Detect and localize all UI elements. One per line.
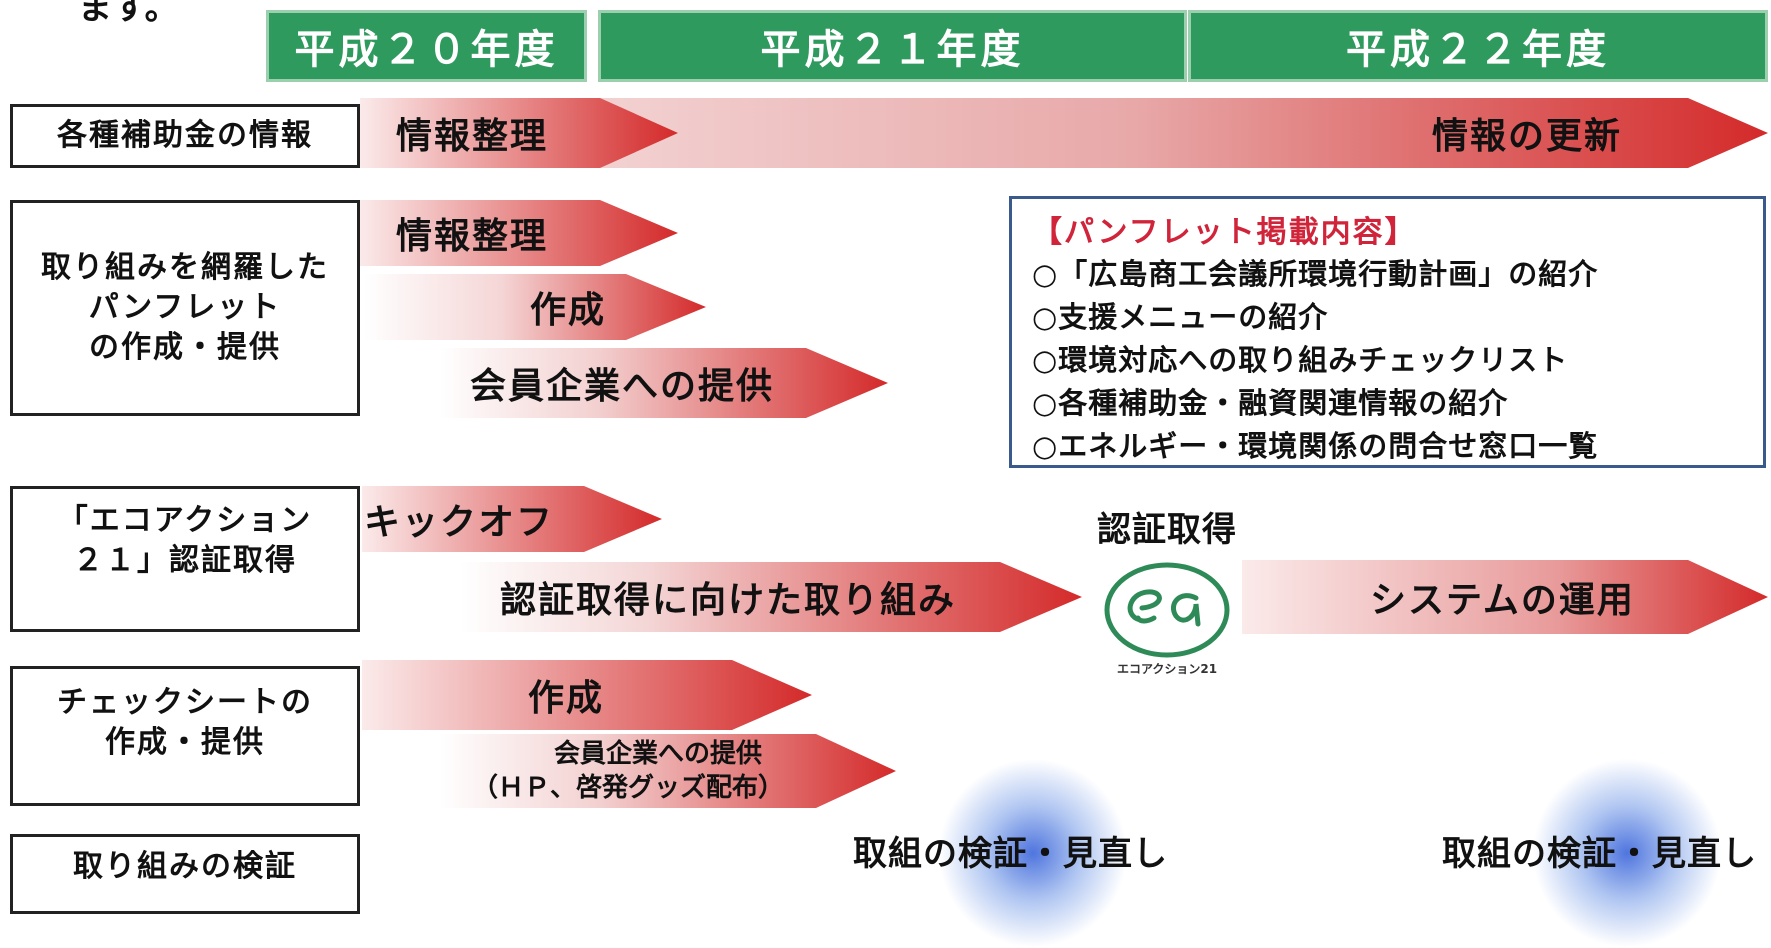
arrow-pamphlet-organize: 情報整理 bbox=[360, 198, 678, 268]
arrow-pamphlet-provide: 会員企業への提供 bbox=[440, 346, 888, 420]
certification-label: 認証取得 bbox=[1097, 510, 1237, 550]
arrow-subsidy-organize-label: 情報整理 bbox=[396, 116, 549, 157]
arrow-checksheet-create-label: 作成 bbox=[528, 678, 605, 719]
pamphlet-item: ○各種補助金・融資関連情報の紹介 bbox=[1032, 386, 1509, 420]
arrow-ecoaction-operate: システムの運用 bbox=[1242, 556, 1768, 638]
arrow-checksheet-provide-line1: 会員企業への提供 bbox=[553, 739, 762, 769]
logo-caption: エコアクション21 bbox=[1116, 662, 1218, 676]
pamphlet-item: ○「広島商工会議所環境行動計画」の紹介 bbox=[1032, 257, 1599, 291]
arrow-pamphlet-create-label: 作成 bbox=[530, 290, 607, 331]
arrow-subsidy-update-label: 情報の更新 bbox=[1432, 116, 1623, 157]
arrow-ecoaction-operate-label: システムの運用 bbox=[1370, 580, 1635, 621]
ecoaction21-logo: エコアクション21 bbox=[1092, 560, 1242, 678]
arrow-pamphlet-create: 作成 bbox=[364, 272, 706, 342]
arrow-ecoaction-effort-label: 認証取得に向けた取り組み bbox=[500, 580, 957, 621]
ecoaction21-logo-icon bbox=[1104, 562, 1230, 658]
row-label-subsidy: 各種補助金の情報 bbox=[10, 104, 360, 168]
arrow-ecoaction-kickoff: キックオフ bbox=[362, 484, 662, 554]
arrow-ecoaction-kickoff-label: キックオフ bbox=[364, 502, 555, 543]
arrow-checksheet-provide: 会員企業への提供 （ＨＰ、啓発グッズ配布） bbox=[440, 732, 896, 810]
arrow-pamphlet-provide-label: 会員企業への提供 bbox=[470, 366, 775, 407]
pamphlet-item: ○エネルギー・環境関係の問合せ窓口一覧 bbox=[1032, 429, 1599, 463]
pamphlet-item: ○支援メニューの紹介 bbox=[1032, 300, 1329, 334]
year-header-h22: 平成２２年度 bbox=[1188, 10, 1768, 82]
arrow-pamphlet-organize-label: 情報整理 bbox=[396, 216, 549, 257]
verify-item-2: 取組の検証・見直し bbox=[1442, 834, 1757, 874]
row-label-ecoaction: 「エコアクション ２１」認証取得 bbox=[10, 486, 360, 632]
arrow-ecoaction-effort: 認証取得に向けた取り組み bbox=[460, 558, 1082, 636]
year-header-h21: 平成２１年度 bbox=[598, 10, 1187, 82]
arrow-subsidy-organize: 情報整理 bbox=[360, 94, 678, 172]
arrow-subsidy-update: 情報の更新 bbox=[360, 94, 1768, 172]
arrow-checksheet-create: 作成 bbox=[362, 658, 812, 732]
pamphlet-item: ○環境対応への取り組みチェックリスト bbox=[1032, 343, 1569, 377]
row-label-pamphlet: 取り組みを網羅した パンフレット の作成・提供 bbox=[10, 200, 360, 416]
header-fragment: ます。 bbox=[78, 0, 180, 28]
row-label-verify: 取り組みの検証 bbox=[10, 834, 360, 914]
year-header-h20: 平成２０年度 bbox=[266, 10, 587, 82]
row-label-checksheet: チェックシートの 作成・提供 bbox=[10, 666, 360, 806]
pamphlet-contents-box: 【パンフレット掲載内容】 ○「広島商工会議所環境行動計画」の紹介 ○支援メニュー… bbox=[1009, 196, 1766, 468]
verify-item-1: 取組の検証・見直し bbox=[853, 834, 1168, 874]
arrow-checksheet-provide-line2: （ＨＰ、啓発グッズ配布） bbox=[471, 773, 784, 803]
pamphlet-contents-heading: 【パンフレット掲載内容】 bbox=[1032, 215, 1417, 250]
